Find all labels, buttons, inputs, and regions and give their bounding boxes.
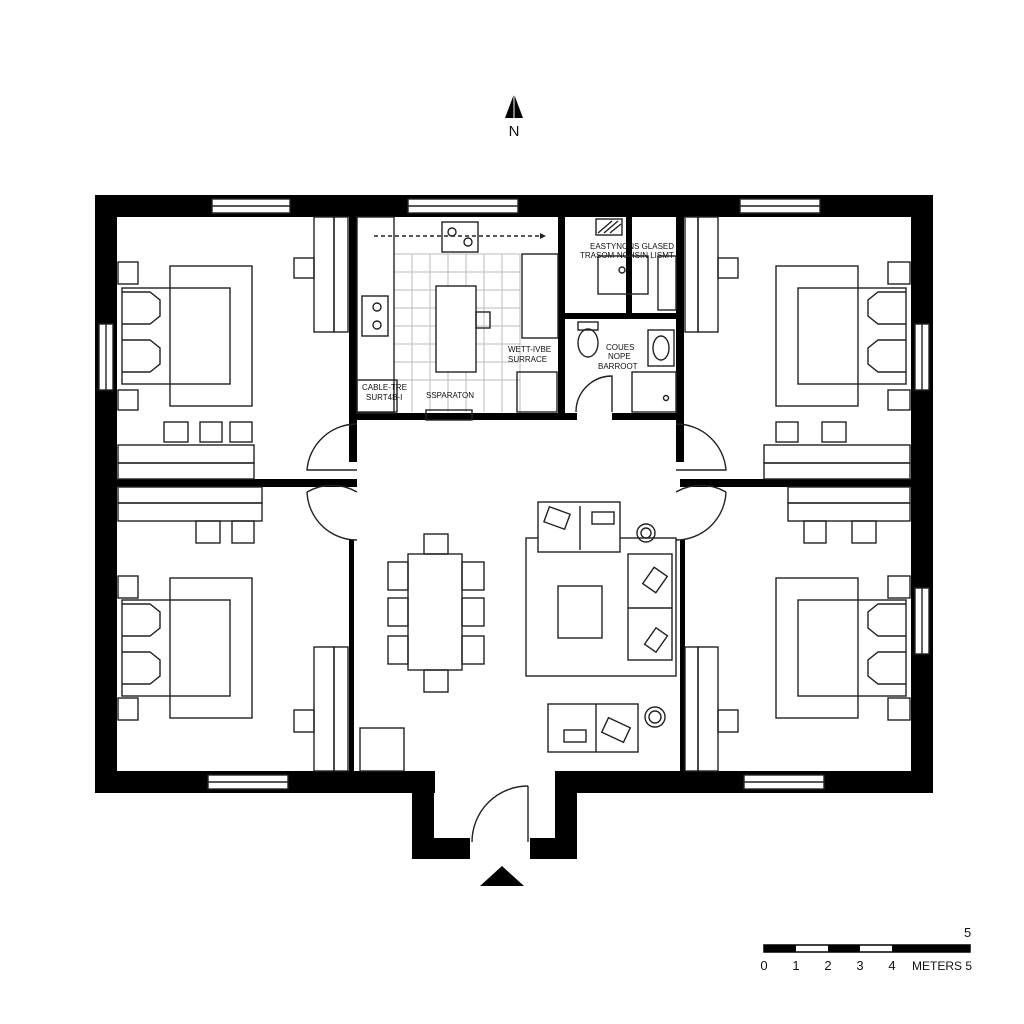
bathroom-label-1: COUES [606,343,634,352]
bathroom-label-2: NOPE [608,352,631,361]
scale-tick-0: 0 [760,958,767,973]
scale-tick-3: 3 [856,958,863,973]
kitchen-label-wet-2: SURRACE [508,355,547,364]
interior-walls [117,217,911,771]
north-arrow-icon [505,94,523,118]
utility-label-1: EASTYNONS GLASED [590,242,674,251]
kitchen-tile-grid [393,253,521,412]
scale-unit-label: METERS 5 [912,959,972,973]
kitchen-label-separation: SSPARATON [426,391,474,400]
bathroom: COUES NOPE BARROOT [577,321,677,413]
bedroom-top-left [117,216,349,480]
doors [306,375,727,843]
entry-arrow-icon [480,866,524,886]
scale-tick-2: 2 [824,958,831,973]
kitchen-label-cable-1: CABLE-TRE [362,383,407,392]
bathroom-label-3: BARROOT [598,362,638,371]
kitchen-label-wet-1: WETT-IVBE [508,345,551,354]
bedroom-bottom-right [684,486,911,772]
utility-room: EASTYNONS GLASED TRASOM-NOHSIN LISMT [580,218,677,311]
bedroom-bottom-left [117,486,349,772]
north-label: N [509,123,520,140]
scale-bar: 5 0 1 2 3 4 METERS 5 [760,925,972,973]
windows [98,198,930,790]
living-area [525,501,677,753]
kitchen: CABLE-TRE SURT4B-I SSPARATON WETT-IVBE S… [356,216,559,421]
utility-label-2: TRASOM-NOHSIN LISMT [580,251,674,260]
scale-tick-1: 1 [792,958,799,973]
scale-tick-4: 4 [888,958,895,973]
kitchen-label-cable-2: SURT4B-I [366,393,402,402]
dining-area [359,533,485,772]
bedroom-top-right [684,216,911,480]
scale-top-label: 5 [964,925,971,940]
